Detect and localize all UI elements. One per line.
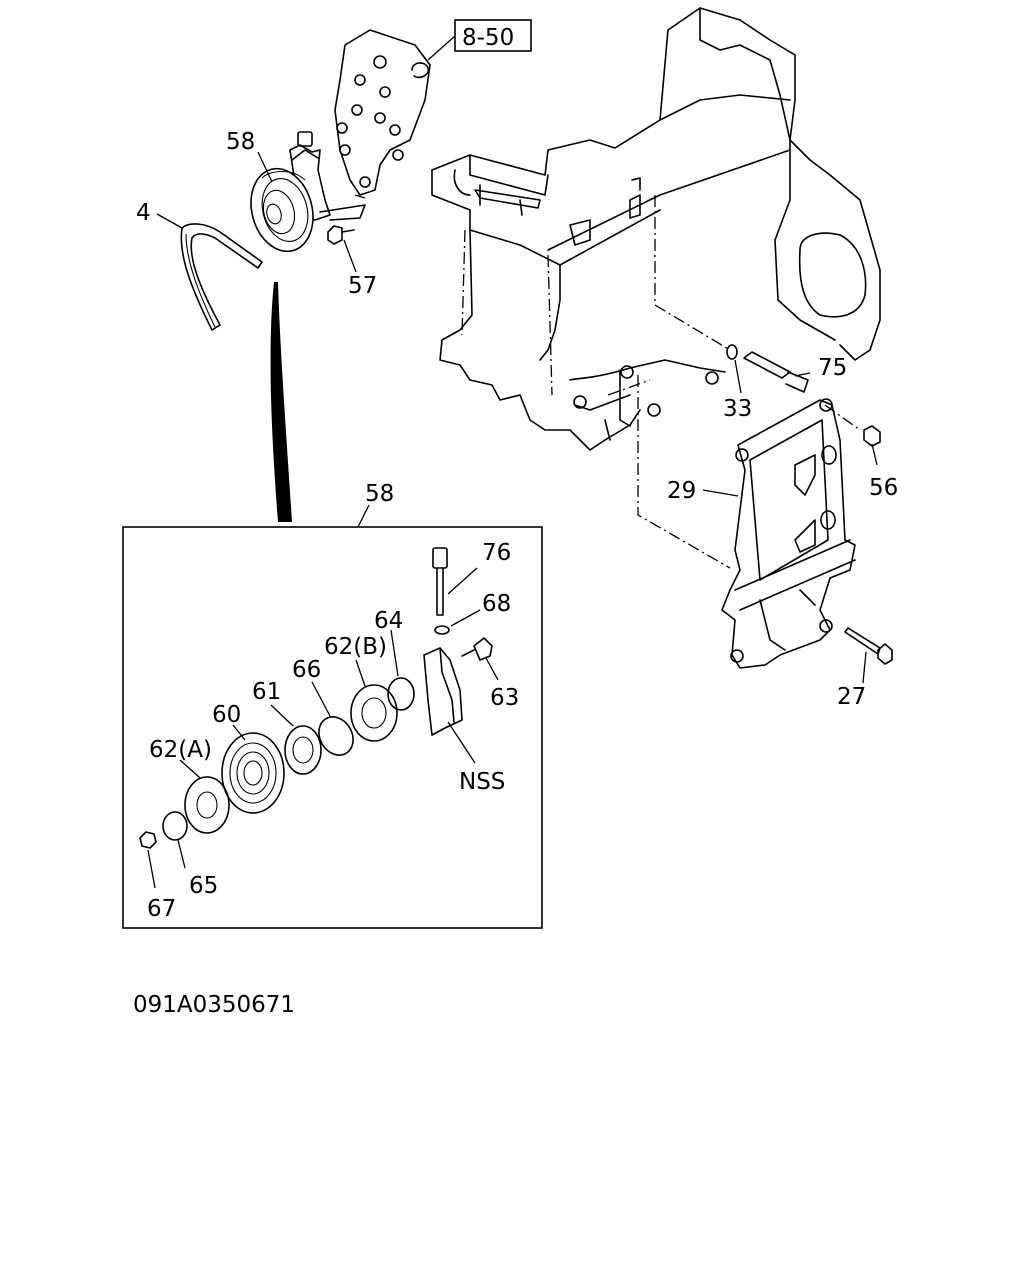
leader-lines bbox=[147, 35, 878, 889]
callout-68: 68 bbox=[482, 591, 511, 617]
callout-66: 66 bbox=[292, 657, 321, 683]
callout-60: 60 bbox=[212, 702, 241, 728]
callout-76: 76 bbox=[482, 540, 511, 566]
ref-box-frame bbox=[454, 19, 532, 52]
ref-box-label: 8-50 bbox=[462, 25, 514, 51]
callout-27: 27 bbox=[837, 684, 866, 710]
callout-62b: 62(B) bbox=[324, 634, 387, 660]
callout-nss: NSS bbox=[459, 769, 505, 795]
mounting-bracket-29 bbox=[721, 398, 856, 669]
idler-bracket-upper bbox=[334, 29, 431, 196]
fasteners-right bbox=[726, 344, 893, 665]
inset-parts bbox=[139, 547, 493, 849]
assembly-lines bbox=[354, 194, 861, 569]
detail-inset-box bbox=[122, 526, 543, 929]
callout-61: 61 bbox=[252, 679, 281, 705]
callout-75: 75 bbox=[818, 355, 847, 381]
callout-67: 67 bbox=[147, 896, 176, 922]
callout-4: 4 bbox=[136, 200, 151, 226]
callout-62a: 62(A) bbox=[149, 737, 212, 763]
idler-pulley-assembly bbox=[250, 131, 366, 253]
callout-63: 63 bbox=[490, 685, 519, 711]
callout-57: 57 bbox=[348, 273, 377, 299]
v-belt bbox=[180, 223, 263, 331]
callout-29: 29 bbox=[667, 478, 696, 504]
callout-65: 65 bbox=[189, 873, 218, 899]
detail-pointer bbox=[270, 282, 292, 522]
callout-64: 64 bbox=[374, 608, 403, 634]
drawing-number: 091A0350671 bbox=[133, 992, 295, 1018]
callout-33: 33 bbox=[723, 396, 752, 422]
callout-58-box: 58 bbox=[365, 481, 394, 507]
callout-58-top: 58 bbox=[226, 129, 255, 155]
engine-block bbox=[431, 7, 881, 451]
callout-56: 56 bbox=[869, 475, 898, 501]
